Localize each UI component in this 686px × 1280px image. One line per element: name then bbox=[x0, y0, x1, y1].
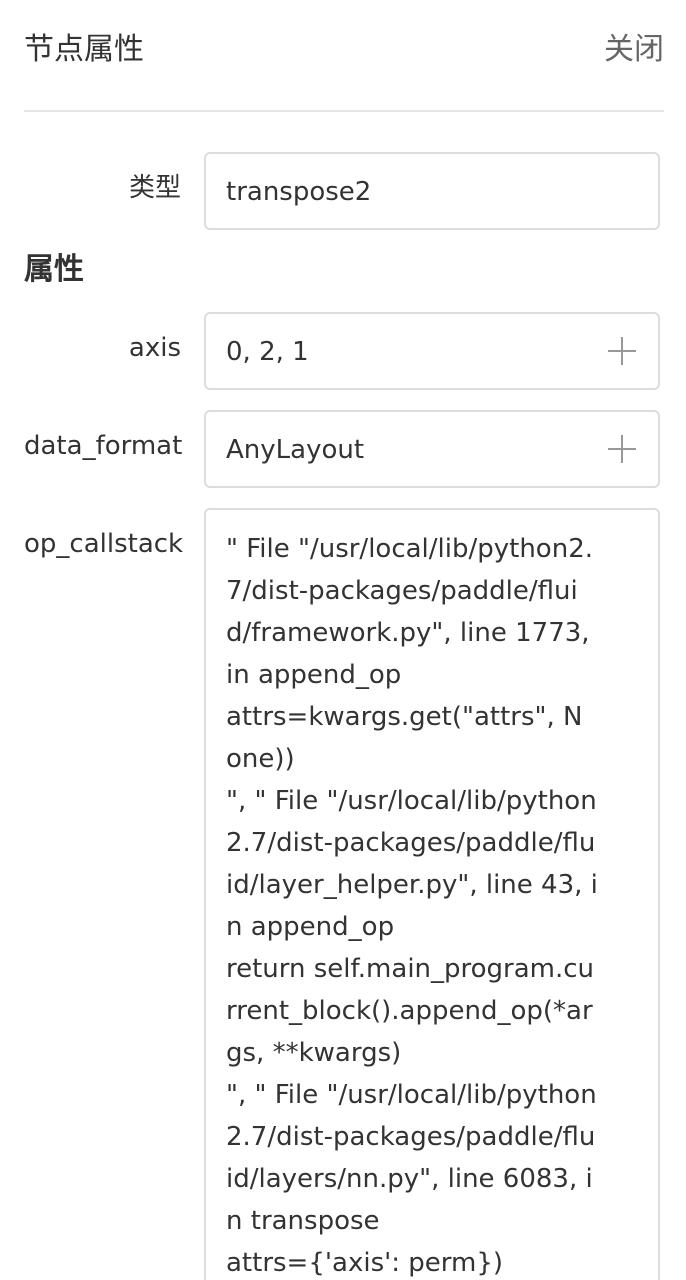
attribute-field-axis[interactable]: 0, 2, 1 bbox=[204, 312, 660, 390]
type-label: 类型 bbox=[128, 173, 181, 203]
attribute-label-axis: axis bbox=[128, 333, 181, 363]
op-callstack-field[interactable]: " File "/usr/local/lib/python2.7/dist-pa… bbox=[204, 508, 660, 1280]
attribute-field-data-format[interactable]: AnyLayout bbox=[204, 410, 660, 488]
attribute-row-op-callstack: op_callstack " File "/usr/local/lib/pyth… bbox=[24, 508, 664, 1280]
attribute-row-axis: axis 0, 2, 1 bbox=[24, 312, 664, 390]
attribute-value-axis: 0, 2, 1 bbox=[226, 337, 309, 367]
plus-icon[interactable] bbox=[606, 335, 638, 367]
op-callstack-text: " File "/usr/local/lib/python2.7/dist-pa… bbox=[226, 534, 598, 1278]
type-field[interactable]: transpose2 bbox=[204, 152, 660, 230]
type-value: transpose2 bbox=[226, 177, 372, 207]
attribute-row-data-format: data_format AnyLayout bbox=[24, 410, 664, 488]
panel-header: 节点属性 关闭 bbox=[24, 0, 664, 112]
attribute-value-data-format: AnyLayout bbox=[226, 435, 365, 465]
plus-icon[interactable] bbox=[606, 433, 638, 465]
type-row: 类型 transpose2 bbox=[24, 152, 664, 230]
attribute-label-op-callstack: op_callstack bbox=[24, 529, 184, 559]
panel-title: 节点属性 bbox=[24, 32, 144, 67]
attributes-section-title: 属性 bbox=[24, 252, 84, 287]
close-button[interactable]: 关闭 bbox=[604, 32, 664, 67]
attribute-label-data-format: data_format bbox=[24, 431, 183, 461]
